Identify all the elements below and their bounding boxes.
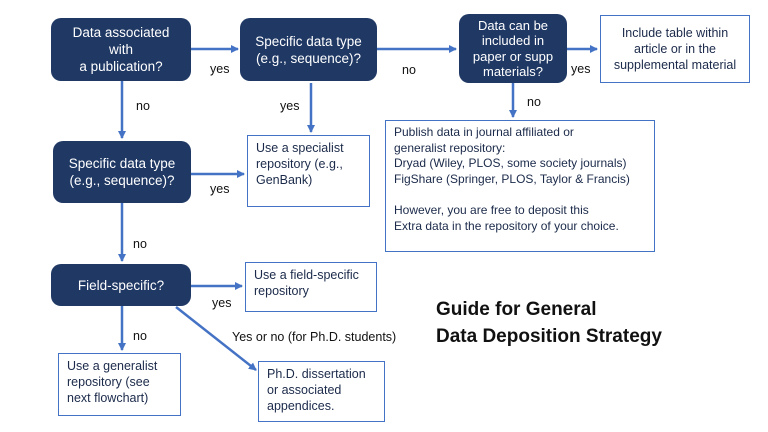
label-supp-journal-no: no bbox=[527, 95, 541, 109]
label-spec1-supp-no: no bbox=[402, 63, 416, 77]
question-specific-type-1: Specific data type (e.g., sequence)? bbox=[240, 18, 377, 81]
outcome-generalist-repository: Use a generalist repository (see next fl… bbox=[58, 353, 181, 416]
arrow-field-to-phd bbox=[175, 306, 257, 371]
label-supp-table-yes: yes bbox=[571, 62, 591, 76]
label-pub-spec1-yes: yes bbox=[210, 62, 230, 76]
label-spec2-field-no: no bbox=[133, 237, 147, 251]
question-publication: Data associated with a publication? bbox=[51, 18, 191, 81]
question-specific-type-2: Specific data type (e.g., sequence)? bbox=[53, 141, 191, 203]
outcome-table-in-article: Include table within article or in the s… bbox=[600, 15, 750, 83]
label-field-generalist-no: no bbox=[133, 329, 147, 343]
label-field-fieldrepo-yes: yes bbox=[212, 296, 232, 310]
diagram-title: Guide for General Data Deposition Strate… bbox=[436, 299, 662, 347]
outcome-phd-dissertation: Ph.D. dissertation or associated appendi… bbox=[258, 361, 385, 422]
label-pub-spec2-no: no bbox=[136, 99, 150, 113]
outcome-specialist-repository: Use a specialist repository (e.g., GenBa… bbox=[247, 135, 370, 207]
question-field-specific: Field-specific? bbox=[51, 264, 191, 306]
label-spec2-specialist-yes: yes bbox=[210, 182, 230, 196]
label-spec1-specialist-yes: yes bbox=[280, 99, 300, 113]
label-field-phd-yes-or-no: Yes or no (for Ph.D. students) bbox=[232, 330, 397, 344]
question-supplementary: Data can be included in paper or supp ma… bbox=[459, 14, 567, 83]
outcome-field-specific-repository: Use a field-specific repository bbox=[245, 262, 377, 312]
outcome-journal-repository: Publish data in journal affiliated or ge… bbox=[385, 120, 655, 252]
